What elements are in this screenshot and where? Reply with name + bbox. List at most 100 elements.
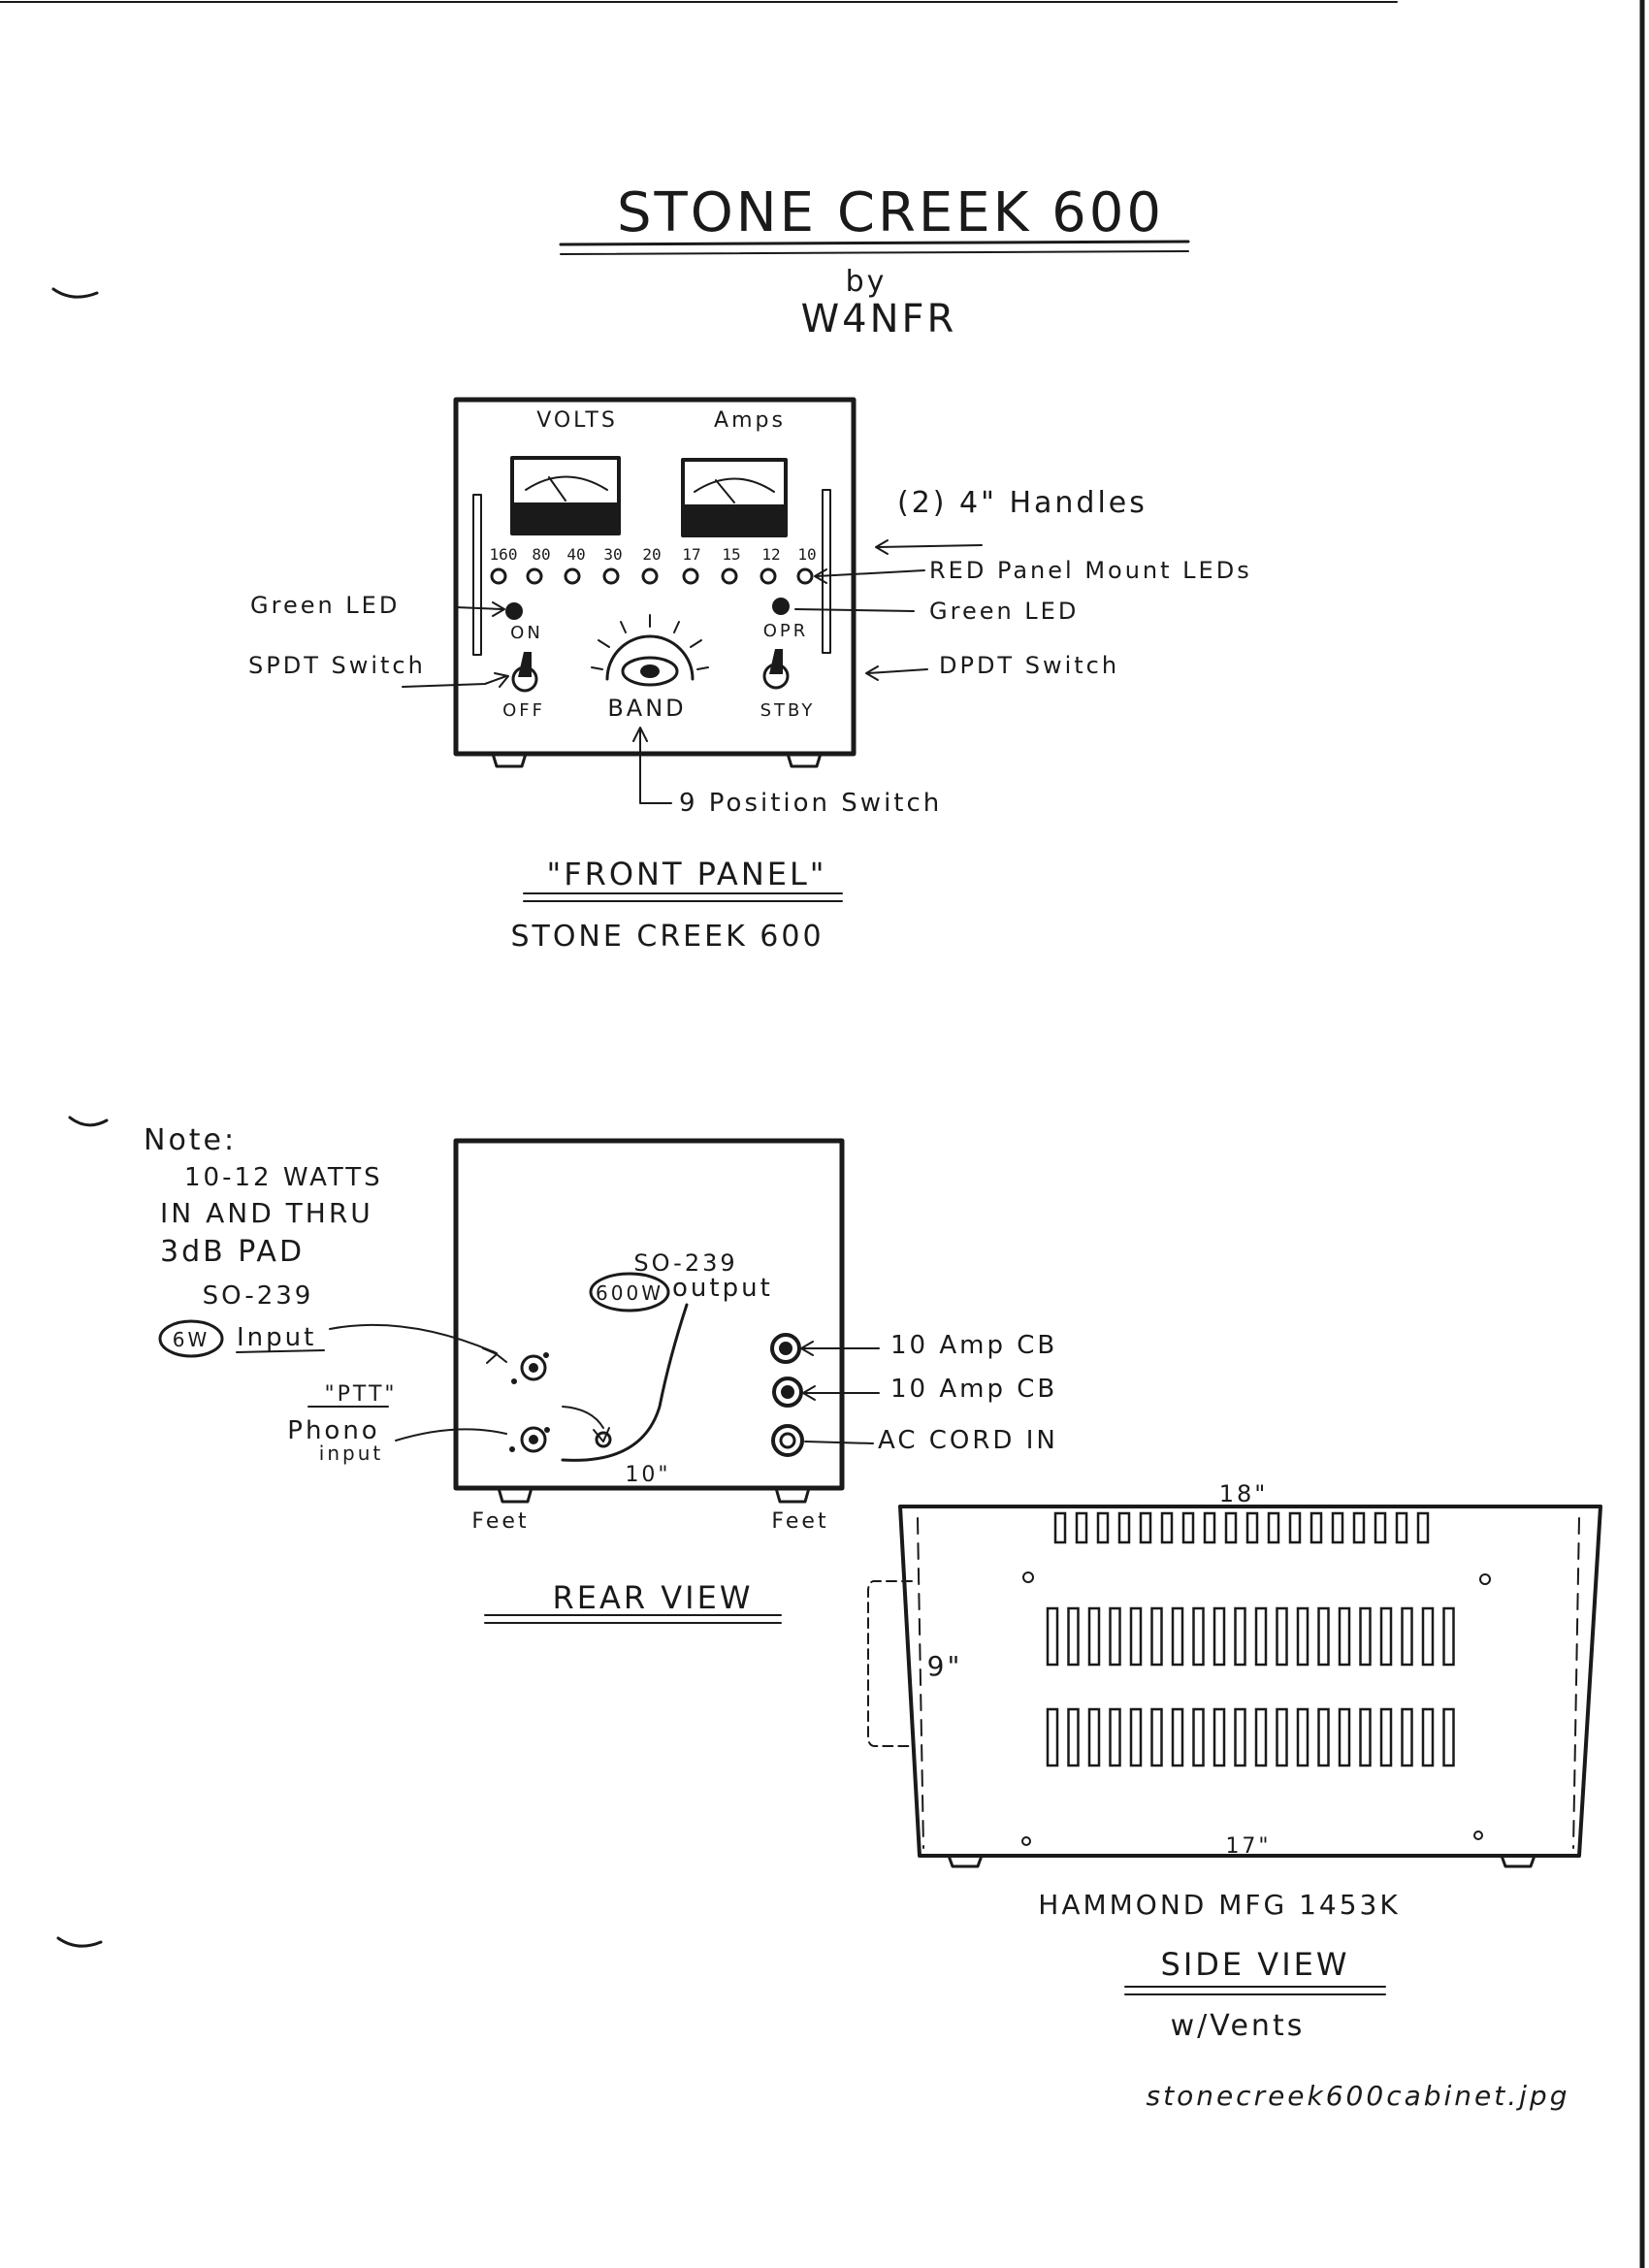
rear-foot-left: [497, 1486, 534, 1504]
rear-foot-right: [774, 1486, 811, 1504]
band-label-40: 40: [566, 545, 585, 564]
vent-slot: [1171, 1606, 1184, 1667]
side-view-front-dashed: [917, 1517, 924, 1849]
vent-slot: [1331, 1511, 1344, 1544]
punch-mark-2: [68, 1116, 109, 1127]
output-power-value: 600W: [596, 1281, 663, 1305]
vent-slot: [1379, 1606, 1393, 1667]
band-label-17: 17: [682, 545, 700, 564]
front-foot-right: [786, 752, 823, 768]
vent-slot: [1276, 1707, 1288, 1767]
band-label-12: 12: [761, 545, 780, 564]
vent-slot: [1421, 1707, 1435, 1767]
so239-output-connector: [595, 1431, 612, 1448]
vent-slot: [1374, 1511, 1387, 1544]
phono-label: Phono: [287, 1416, 379, 1445]
callout-9-position-switch: 9 Position Switch: [679, 789, 942, 818]
vent-slot: [1053, 1511, 1067, 1544]
band-label: BAND: [607, 695, 686, 722]
amps-meter: [681, 458, 788, 537]
vent-slot: [1310, 1511, 1323, 1544]
vent-slot: [1181, 1511, 1195, 1544]
band-label-160: 160: [490, 545, 518, 564]
vent-slot: [1338, 1707, 1351, 1767]
vent-slot: [1150, 1707, 1163, 1767]
vent-slot: [1359, 1606, 1372, 1667]
title-underline-2: [560, 250, 1189, 255]
vent-slot: [1212, 1606, 1226, 1667]
vent-slot: [1352, 1511, 1366, 1544]
callout-dpdt-switch: DPDT Switch: [939, 652, 1119, 679]
spdt-toggle-switch: [511, 652, 538, 693]
so239-input-connector: [520, 1354, 547, 1381]
rear-view-caption: REAR VIEW: [553, 1579, 754, 1616]
vent-slot: [1087, 1707, 1101, 1767]
vent-slot: [1203, 1511, 1216, 1544]
input-power-value: 6W: [173, 1328, 210, 1351]
vent-slot: [1254, 1707, 1268, 1767]
side-view-drawing: [867, 1505, 1602, 1868]
side-height-label: 9": [927, 1650, 963, 1682]
punch-mark-3: [56, 1936, 103, 1948]
title-underline-1: [559, 240, 1190, 246]
vent-slot: [1139, 1511, 1152, 1544]
ptt-label: "PTT": [325, 1382, 398, 1407]
vent-slot: [1234, 1707, 1246, 1767]
vent-slot: [1234, 1606, 1246, 1667]
vent-slot: [1046, 1707, 1059, 1767]
input-power-circle: [158, 1319, 224, 1358]
vent-slot: [1224, 1511, 1238, 1544]
phono-input-label: input: [319, 1442, 383, 1465]
volts-meter: [510, 456, 621, 535]
meter-label-amps: Amps: [714, 408, 786, 433]
callout-red-leds: RED Panel Mount LEDs: [929, 557, 1252, 584]
front-panel-callouts: (2) 4" Handles RED Panel Mount LEDs Gree…: [248, 486, 1252, 818]
vent-slot: [1150, 1606, 1163, 1667]
opr-label: OPR: [763, 621, 809, 641]
input-connector-label: SO-239: [203, 1281, 314, 1311]
vent-slot: [1087, 1606, 1101, 1667]
vent-slot: [1276, 1606, 1288, 1667]
callout-spdt-switch: SPDT Switch: [248, 652, 426, 679]
byline: by: [846, 265, 888, 299]
rear-callouts: SO-239 6W Input "PTT" Phono input SO-239…: [158, 1249, 1058, 1534]
vent-slot: [1401, 1707, 1413, 1767]
band-label-10: 10: [797, 545, 816, 564]
page-title: STONE CREEK 600: [617, 181, 1164, 244]
side-foot-left: [947, 1854, 984, 1868]
vent-slot: [1067, 1606, 1080, 1667]
band-led: [796, 567, 814, 585]
front-foot-left: [491, 752, 528, 768]
vent-slot: [1267, 1511, 1280, 1544]
input-label: Input: [237, 1323, 316, 1352]
vent-slot: [1192, 1606, 1205, 1667]
note-line-3: IN AND THRU: [160, 1197, 373, 1229]
callout-handles: (2) 4" Handles: [897, 486, 1148, 520]
band-rotary-switch: [591, 614, 709, 687]
side-view-handle: [867, 1580, 913, 1747]
band-led: [721, 567, 738, 585]
vent-slot: [1096, 1511, 1110, 1544]
punch-mark-1: [51, 287, 99, 299]
vent-slot: [1245, 1511, 1259, 1544]
vent-slot: [1212, 1707, 1226, 1767]
vent-slot: [1338, 1606, 1351, 1667]
band-led: [490, 567, 507, 585]
vent-slot: [1401, 1606, 1413, 1667]
author: W4NFR: [801, 297, 957, 341]
meter-label-volts: VOLTS: [536, 408, 618, 433]
band-led: [641, 567, 659, 585]
side-model-label: HAMMOND MFG 1453K: [1038, 1889, 1400, 1921]
vent-slot: [1160, 1511, 1174, 1544]
ac-cord-label: AC CORD IN: [878, 1426, 1058, 1455]
internal-coax-cable: [561, 1303, 689, 1462]
vent-slot: [1442, 1606, 1455, 1667]
feet-label-right: Feet: [771, 1509, 828, 1534]
side-view-cabinet: [898, 1505, 1602, 1858]
side-width-bottom-label: 17": [1225, 1834, 1271, 1859]
band-led: [564, 567, 581, 585]
feet-label-left: Feet: [471, 1509, 529, 1534]
filename-label: stonecreek600cabinet.jpg: [1147, 2080, 1570, 2112]
front-panel-box: [453, 397, 857, 757]
vent-slot: [1067, 1707, 1080, 1767]
